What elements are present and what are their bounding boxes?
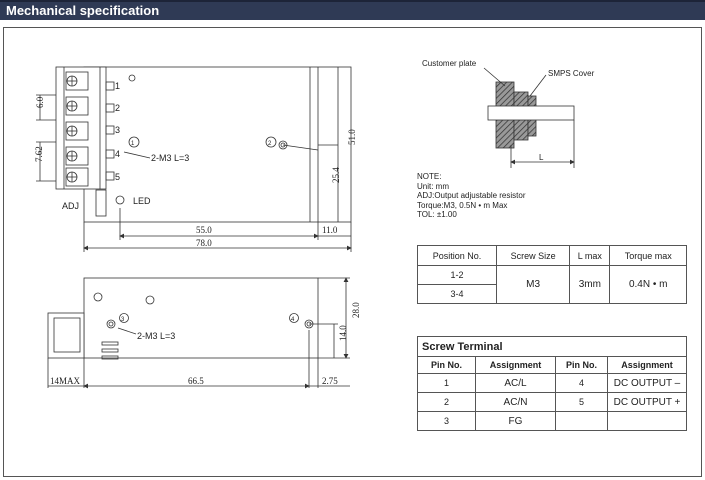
drawing-frame xyxy=(3,27,702,477)
term-cell: AC/L xyxy=(475,373,556,393)
term-cell: 5 xyxy=(555,392,608,412)
table-row: 1 AC/L 4 DC OUTPUT – xyxy=(417,373,687,393)
pos-position-1: 1-2 xyxy=(417,265,497,285)
term-cell: 3 xyxy=(417,411,476,431)
dim-2-75: 2.75 xyxy=(322,376,338,386)
table-row: 2 AC/N 5 DC OUTPUT + xyxy=(417,392,687,412)
mount-detail-labels: Customer plate SMPS Cover L xyxy=(422,59,595,162)
dim-55-0: 55.0 xyxy=(196,225,212,235)
term-cell: AC/N xyxy=(475,392,556,412)
term-cell xyxy=(555,411,608,431)
term-cell xyxy=(607,411,687,431)
dim-11-0: 11.0 xyxy=(322,225,338,235)
section-title: Mechanical specification xyxy=(6,3,160,18)
top-view xyxy=(36,66,352,252)
dim-51-0: 51.0 xyxy=(347,129,357,145)
smps-cover-label: SMPS Cover xyxy=(548,69,595,78)
dim-28-0: 28.0 xyxy=(351,302,361,318)
dim-7-62: 7.62 xyxy=(34,146,44,162)
dim-66-5: 66.5 xyxy=(188,376,204,386)
terminal-num-4: 4 xyxy=(115,149,120,159)
mount-detail xyxy=(483,67,575,168)
mount-screw xyxy=(487,105,575,121)
term-header-assign-1: Assignment xyxy=(475,356,556,374)
note-tol: TOL: ±1.00 xyxy=(417,210,457,219)
terminal-num-5: 5 xyxy=(115,172,120,182)
note-adj: ADJ:Output adjustable resistor xyxy=(417,191,526,200)
screw-label-top: 2-M3 L=3 xyxy=(151,153,189,163)
callout-2: 2 xyxy=(268,141,272,147)
terminal-screws xyxy=(65,71,89,187)
dim-14-0: 14.0 xyxy=(338,325,348,341)
led-label: LED xyxy=(133,196,151,206)
adj-label: ADJ xyxy=(62,201,79,211)
top-view-labels: 1 2 3 4 5 6.0 7.62 51.0 25.4 55.0 11.0 7… xyxy=(34,81,357,248)
terminal-num-2: 2 xyxy=(115,103,120,113)
screw-terminal-table: Screw Terminal Pin No. Assignment Pin No… xyxy=(417,336,687,431)
screw-label-side: 2-M3 L=3 xyxy=(137,331,175,341)
term-header-pin-2: Pin No. xyxy=(555,356,608,374)
side-body-outline xyxy=(83,277,319,359)
customer-plate-label: Customer plate xyxy=(422,59,477,68)
table-row: 3 FG xyxy=(417,411,687,431)
pos-l-max: 3mm xyxy=(569,265,611,304)
terminal-num-1: 1 xyxy=(115,81,120,91)
section-header: Mechanical specification xyxy=(0,0,705,20)
term-cell: 1 xyxy=(417,373,476,393)
dim-25-4: 25.4 xyxy=(331,167,341,183)
note-block: NOTE: Unit: mm ADJ:Output adjustable res… xyxy=(417,172,526,220)
term-cell: FG xyxy=(475,411,556,431)
side-terminal xyxy=(47,312,85,359)
side-view xyxy=(47,277,350,389)
adj-resistor xyxy=(95,189,107,217)
pos-header-position: Position No. xyxy=(417,245,497,266)
term-cell: DC OUTPUT – xyxy=(607,373,687,393)
note-title: NOTE: xyxy=(417,172,442,181)
callout-4: 4 xyxy=(291,317,295,323)
l-label: L xyxy=(539,153,544,162)
dim-14max: 14MAX xyxy=(50,376,81,386)
pos-position-2: 3-4 xyxy=(417,284,497,304)
terminal-table-title: Screw Terminal xyxy=(417,336,687,357)
note-torque: Torque:M3, 0.5N • m Max xyxy=(417,200,508,210)
pos-header-lmax: L max xyxy=(569,245,611,266)
term-header-pin-1: Pin No. xyxy=(417,356,476,374)
position-table: Position No. Screw Size L max Torque max… xyxy=(417,245,687,304)
pos-screw-size: M3 xyxy=(495,265,571,304)
callout-1: 1 xyxy=(131,141,135,147)
term-cell: 4 xyxy=(555,373,608,393)
dim-78-0: 78.0 xyxy=(196,238,212,248)
term-cell: 2 xyxy=(417,392,476,412)
callout-3: 3 xyxy=(121,317,125,323)
terminal-num-3: 3 xyxy=(115,125,120,135)
led-indicator xyxy=(115,195,125,205)
side-view-labels: 3 4 2-M3 L=3 28.0 14.0 14MAX 66.5 2.75 xyxy=(50,302,361,386)
pos-torque-max: 0.4N • m xyxy=(609,265,687,304)
pos-header-torque: Torque max xyxy=(609,245,687,266)
term-header-assign-2: Assignment xyxy=(607,356,687,374)
pos-header-screw: Screw Size xyxy=(495,245,571,266)
term-cell: DC OUTPUT + xyxy=(607,392,687,412)
dim-6-0: 6.0 xyxy=(35,96,45,108)
note-unit: Unit: mm xyxy=(417,181,449,191)
